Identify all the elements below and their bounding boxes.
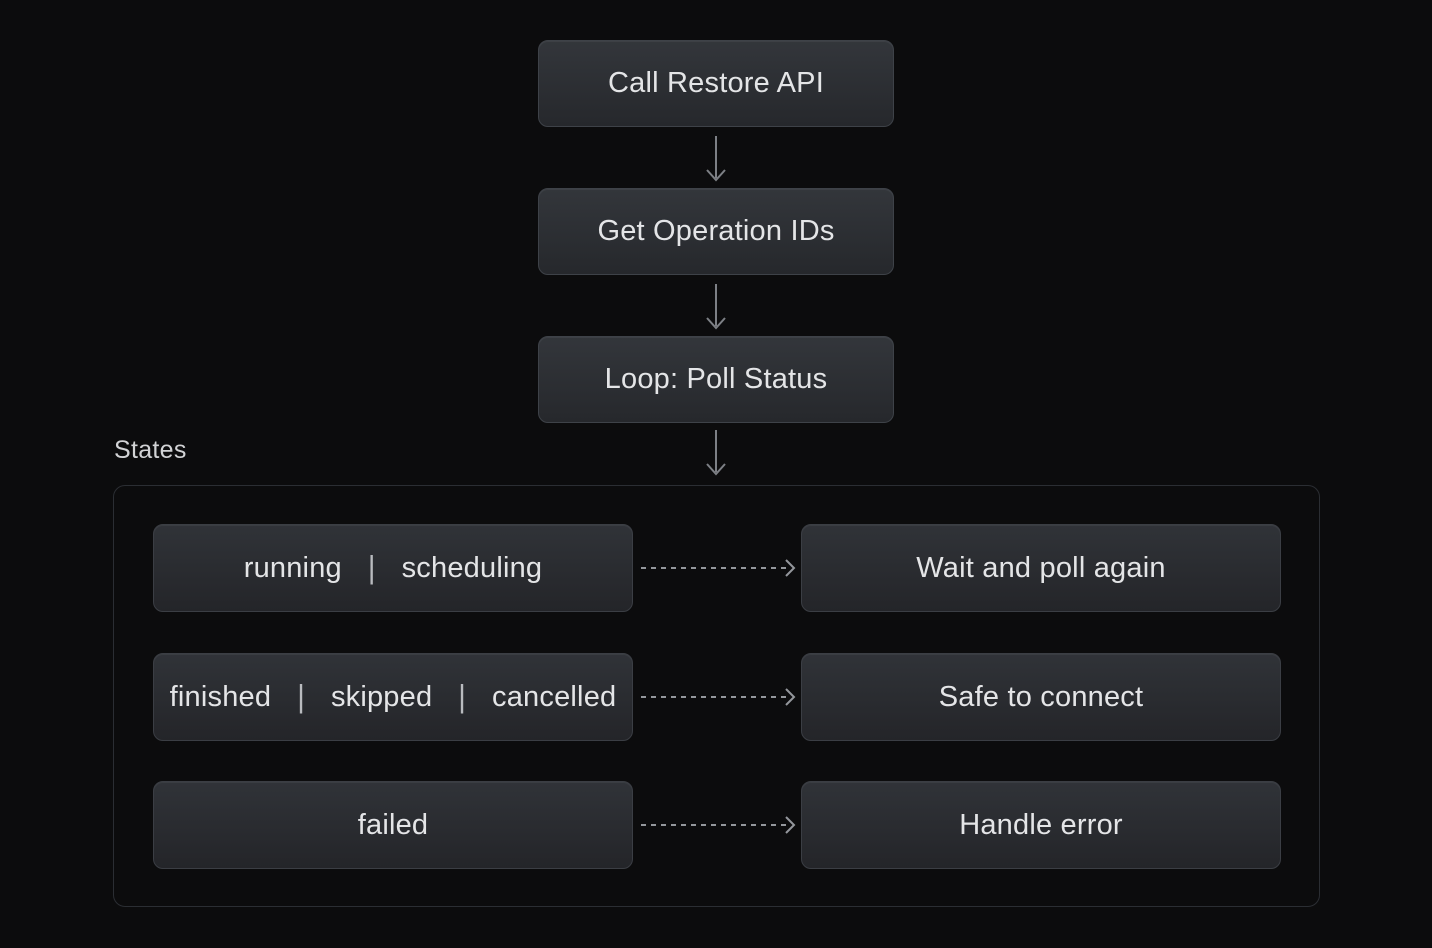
- flow-node-loop-poll-status: Loop: Poll Status: [538, 336, 894, 423]
- arrow-down-icon: [706, 136, 726, 182]
- dashed-arrow-right-icon: [641, 816, 796, 834]
- state-label: running: [243, 551, 342, 584]
- arrow-down-icon: [706, 284, 726, 330]
- action-box-wait-and-poll-again: Wait and poll again: [801, 524, 1281, 612]
- dashed-arrow-right-icon: [641, 688, 796, 706]
- state-separator: |: [367, 549, 376, 586]
- flow-node-call-restore-api: Call Restore API: [538, 40, 894, 127]
- arrow-down-icon: [706, 430, 726, 476]
- flow-node-label: Loop: Poll Status: [604, 363, 828, 395]
- state-label: scheduling: [401, 551, 543, 584]
- states-panel: running | scheduling Wait and poll again…: [113, 485, 1320, 907]
- state-box-running-scheduling: running | scheduling: [153, 524, 633, 612]
- state-separator: |: [458, 678, 467, 715]
- action-label: Safe to connect: [938, 680, 1144, 713]
- flow-node-get-operation-ids: Get Operation IDs: [538, 188, 894, 275]
- state-separator: |: [297, 678, 305, 715]
- action-label: Wait and poll again: [916, 551, 1166, 584]
- state-label: finished: [169, 680, 272, 713]
- state-box-failed: failed: [153, 781, 633, 869]
- action-box-handle-error: Handle error: [801, 781, 1281, 869]
- state-label: skipped: [330, 680, 433, 713]
- state-label: failed: [357, 808, 429, 841]
- action-label: Handle error: [959, 808, 1123, 841]
- state-box-finished-skipped-cancelled: finished | skipped | cancelled: [153, 653, 633, 741]
- action-box-safe-to-connect: Safe to connect: [801, 653, 1281, 741]
- flow-node-label: Call Restore API: [608, 67, 824, 99]
- flow-node-label: Get Operation IDs: [597, 215, 835, 247]
- state-label: cancelled: [492, 680, 617, 713]
- dashed-arrow-right-icon: [641, 559, 796, 577]
- states-section-title: States: [114, 436, 187, 464]
